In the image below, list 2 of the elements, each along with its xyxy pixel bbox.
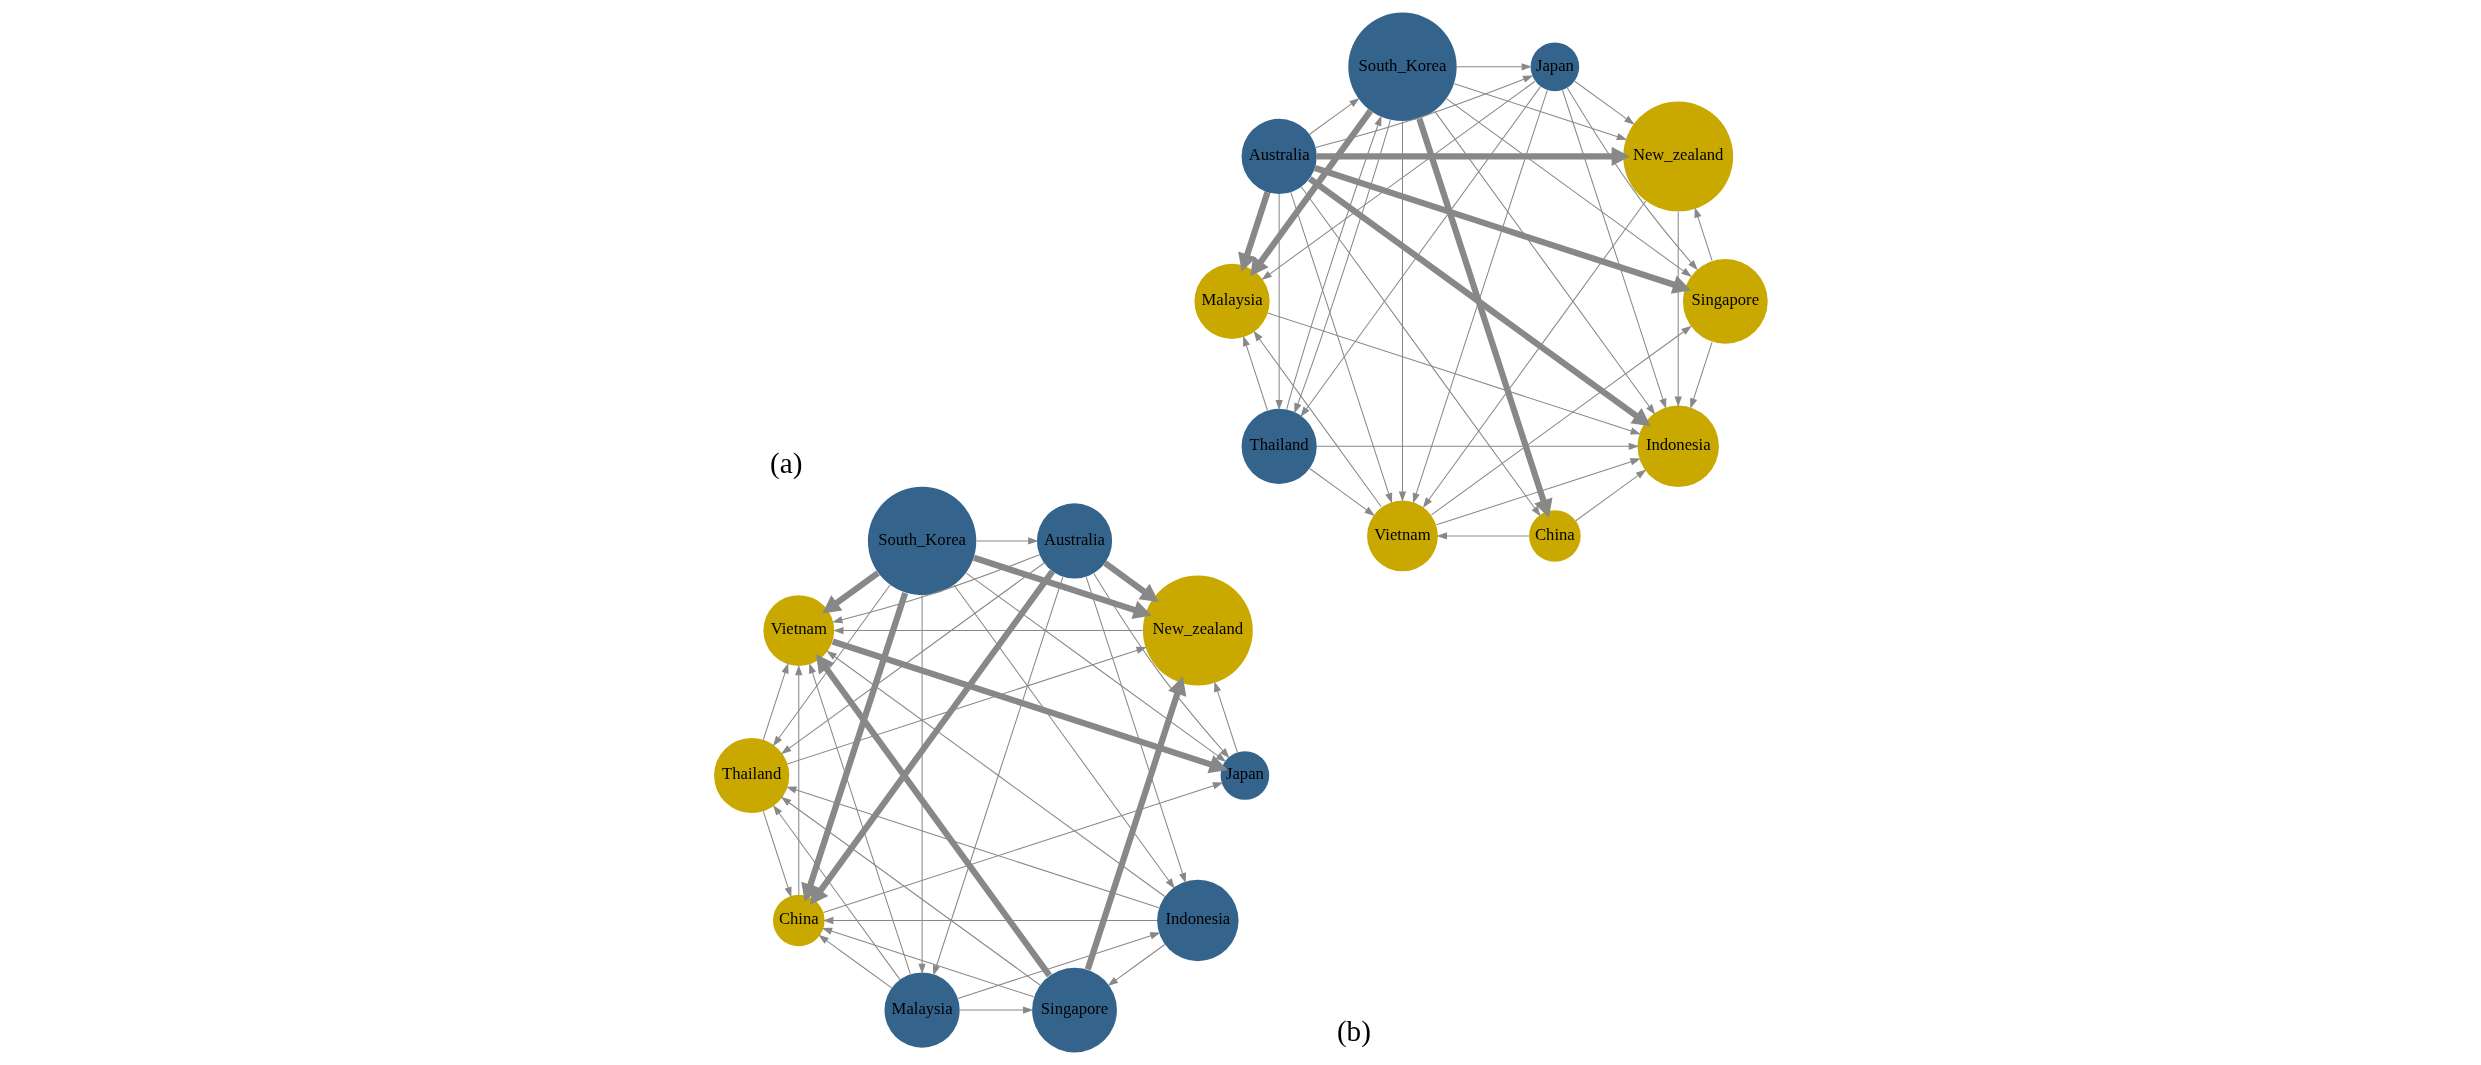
label: (b) xyxy=(1336,1014,1371,1047)
label: (a) xyxy=(769,446,802,479)
